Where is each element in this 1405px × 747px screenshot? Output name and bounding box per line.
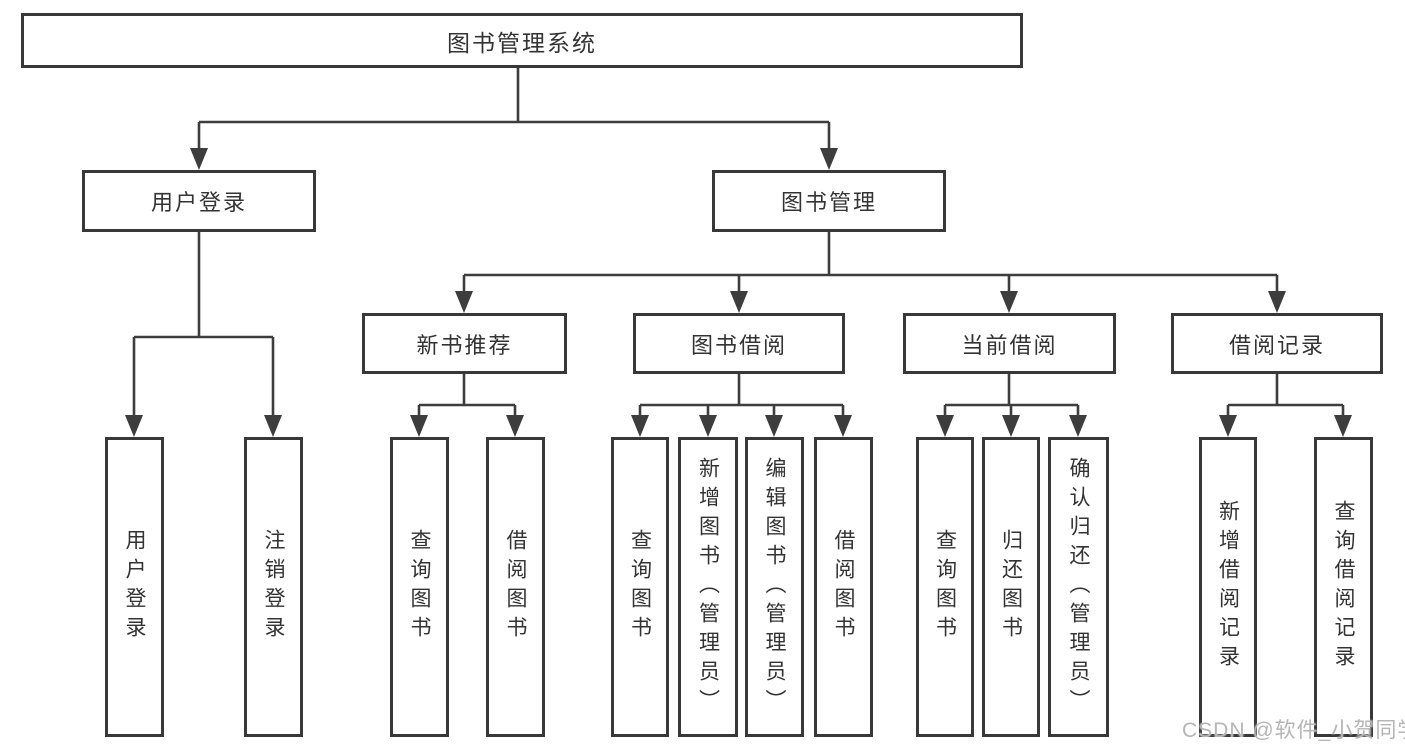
leaf-query-books-recommend-label: 查询图书 xyxy=(408,529,432,645)
node-book-management-label: 图书管理 xyxy=(780,190,877,215)
node-user-login-label: 用户登录 xyxy=(150,190,247,215)
leaf-borrow-books-borrowing-label: 借阅图书 xyxy=(832,529,856,645)
node-book-management: 图书管理 xyxy=(712,170,946,232)
arrow-down-icon xyxy=(125,415,143,437)
node-book-borrowing: 图书借阅 xyxy=(633,313,845,374)
node-book-borrowing-label: 图书借阅 xyxy=(690,332,787,358)
leaf-user-login-label: 用户登录 xyxy=(123,529,147,645)
leaf-query-borrow-record: 查询借阅记录 xyxy=(1314,437,1373,737)
leaf-add-books-admin-label: 新增图书（管理员） xyxy=(696,456,720,718)
leaf-query-books-borrowing: 查询图书 xyxy=(611,437,669,737)
leaf-logout-login-label: 注销登录 xyxy=(262,529,286,645)
arrow-down-icon xyxy=(699,415,717,437)
leaf-query-books-recommend: 查询图书 xyxy=(390,437,449,737)
connector-book-borrowing-to-leaves xyxy=(631,374,852,437)
connector-user-login-to-leaves xyxy=(125,232,282,437)
leaf-edit-books-admin-label: 编辑图书（管理员） xyxy=(763,456,787,718)
arrow-down-icon xyxy=(1000,291,1018,313)
connector-borrowing-records-to-leaves xyxy=(1219,374,1352,437)
arrow-down-icon xyxy=(730,291,748,313)
arrow-down-icon xyxy=(834,415,852,437)
arrow-down-icon xyxy=(506,415,524,437)
leaf-add-borrow-record: 新增借阅记录 xyxy=(1199,437,1257,737)
leaf-borrow-books-recommend-label: 借阅图书 xyxy=(504,529,528,645)
leaf-add-books-admin: 新增图书（管理员） xyxy=(678,437,738,737)
leaf-query-borrow-record-label: 查询借阅记录 xyxy=(1332,500,1356,674)
leaf-confirm-return-admin: 确认归还（管理员） xyxy=(1048,437,1109,737)
node-borrowing-records: 借阅记录 xyxy=(1171,313,1383,374)
arrow-down-icon xyxy=(455,291,473,313)
leaf-user-login: 用户登录 xyxy=(105,437,164,737)
leaf-query-books-borrowing-label: 查询图书 xyxy=(628,529,652,645)
arrow-down-icon xyxy=(1334,415,1352,437)
arrow-down-icon xyxy=(264,415,282,437)
connector-new-book-recommend-to-leaves xyxy=(410,374,524,437)
leaf-borrow-books-recommend: 借阅图书 xyxy=(486,437,545,737)
connector-current-borrowing-to-leaves xyxy=(936,374,1087,437)
leaf-query-books-current-label: 查询图书 xyxy=(933,529,957,645)
leaf-query-books-current: 查询图书 xyxy=(916,437,974,737)
leaf-borrow-books-borrowing: 借阅图书 xyxy=(814,437,873,737)
node-borrowing-records-label: 借阅记录 xyxy=(1228,332,1325,358)
arrow-down-icon xyxy=(820,148,838,170)
leaf-return-books-label: 归还图书 xyxy=(999,529,1023,645)
node-current-borrowing: 当前借阅 xyxy=(903,313,1116,374)
leaf-edit-books-admin: 编辑图书（管理员） xyxy=(745,437,804,737)
arrow-down-icon xyxy=(1268,291,1286,313)
leaf-confirm-return-admin-label: 确认归还（管理员） xyxy=(1067,456,1091,718)
arrow-down-icon xyxy=(631,415,649,437)
arrow-down-icon xyxy=(1069,415,1087,437)
arrow-down-icon xyxy=(765,415,783,437)
node-root: 图书管理系统 xyxy=(21,13,1023,68)
watermark: CSDN @软件_小贺同学 xyxy=(1182,719,1405,742)
arrow-down-icon xyxy=(1002,415,1020,437)
connector-book-management-to-level3 xyxy=(455,232,1286,313)
node-new-book-recommend-label: 新书推荐 xyxy=(416,332,513,358)
leaf-logout-login: 注销登录 xyxy=(244,437,303,737)
node-new-book-recommend: 新书推荐 xyxy=(362,313,567,374)
node-root-label: 图书管理系统 xyxy=(447,29,597,56)
leaf-add-borrow-record-label: 新增借阅记录 xyxy=(1216,500,1240,674)
node-user-login: 用户登录 xyxy=(82,170,316,232)
arrow-down-icon xyxy=(410,415,428,437)
connector-root-to-level2 xyxy=(190,68,838,170)
leaf-return-books: 归还图书 xyxy=(982,437,1040,737)
node-current-borrowing-label: 当前借阅 xyxy=(961,332,1058,358)
arrow-down-icon xyxy=(190,148,208,170)
arrow-down-icon xyxy=(1219,415,1237,437)
arrow-down-icon xyxy=(936,415,954,437)
